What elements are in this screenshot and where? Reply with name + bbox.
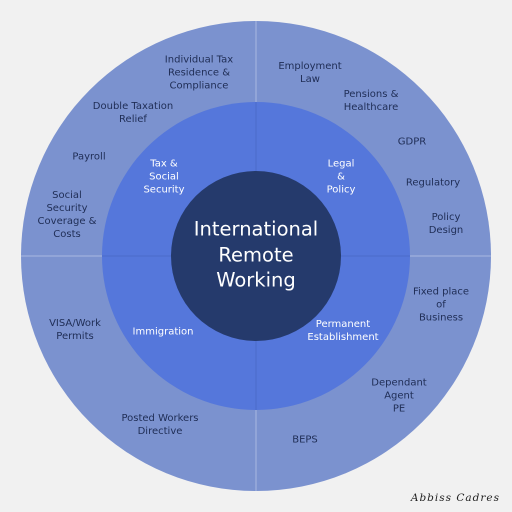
center-title: International Remote Working xyxy=(193,217,319,292)
inner-label-immigration: Immigration xyxy=(132,326,194,338)
outer-label-regulatory: Regulatory xyxy=(405,177,461,189)
outer-label-policy-design: Policy Design xyxy=(428,212,464,236)
outer-label-social-security: Social Security Coverage & Costs xyxy=(37,190,97,240)
outer-label-posted-workers: Posted Workers Directive xyxy=(121,413,199,437)
inner-label-tax-social-security: Tax & Social Security xyxy=(143,158,185,196)
outer-label-payroll: Payroll xyxy=(72,151,106,163)
outer-label-fixed-place: Fixed place of Business xyxy=(413,286,469,324)
outer-label-pensions: Pensions & Healthcare xyxy=(343,89,399,113)
outer-label-individual-tax: Individual Tax Residence & Compliance xyxy=(164,54,234,92)
brand-logo: Abbiss Cadres xyxy=(410,492,500,504)
outer-label-visa: VISA/Work Permits xyxy=(49,318,101,342)
outer-label-gdpr: GDPR xyxy=(397,136,427,148)
outer-label-beps: BEPS xyxy=(292,434,318,446)
outer-label-double-taxation: Double Taxation Relief xyxy=(92,101,174,125)
inner-label-permanent-establishment: Permanent Establishment xyxy=(307,319,379,343)
inner-label-legal-policy: Legal & Policy xyxy=(326,158,356,196)
core-circle xyxy=(171,171,341,341)
outer-label-dependant-agent: Dependant Agent PE xyxy=(371,377,427,415)
outer-label-employment-law: Employment Law xyxy=(278,61,342,85)
